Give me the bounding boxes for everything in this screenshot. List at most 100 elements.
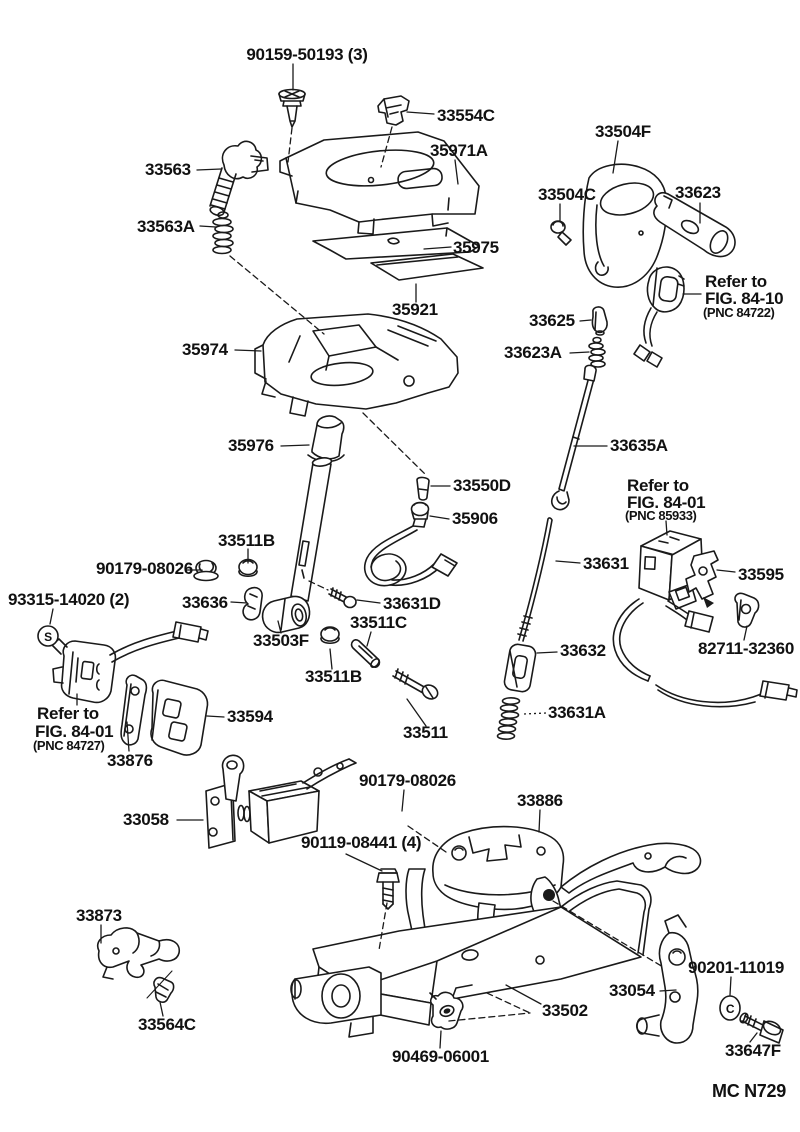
- spring-33563a-part: [212, 211, 234, 255]
- part-label-90179-top: 90179-08026: [96, 559, 193, 578]
- part-label-93315: 93315-14020 (2): [8, 590, 129, 609]
- part-label-35975: 35975: [453, 238, 499, 257]
- part-label-82711: 82711-32360: [698, 639, 794, 658]
- part-label-33594: 33594: [227, 707, 274, 726]
- switch-93315-part: [51, 621, 209, 704]
- part-label-33550d: 33550D: [453, 476, 511, 495]
- bracket-33054-part: [635, 914, 699, 1044]
- shift-knob-33504f-part: [582, 163, 668, 288]
- part-label-35976: 35976: [228, 436, 274, 455]
- grommet-33636-part: [242, 586, 263, 621]
- wire-harness-part: [612, 598, 798, 708]
- plate-33876-part: [120, 674, 148, 746]
- control-rod-33631-part: [517, 517, 553, 642]
- ref-fig8401b-line1: Refer to: [37, 704, 99, 723]
- washer-90201-part: [719, 995, 741, 1021]
- part-label-33636: 33636: [182, 593, 228, 612]
- part-label-35906: 35906: [452, 509, 498, 528]
- shift-lever-33503f-part: [261, 457, 333, 634]
- key-interlock-33563-part: [209, 140, 269, 217]
- assembly-dashed-lines: [229, 126, 664, 1022]
- part-label-35974: 35974: [182, 340, 229, 359]
- ref-fig8401a-line3: (PNC 85933): [625, 508, 697, 523]
- part-label-33631: 33631: [583, 554, 629, 573]
- clip-33873-part: [96, 927, 181, 980]
- part-labels: 90159-50193 (3) 33554C 35971A 33504F 335…: [8, 45, 794, 1101]
- rod-33635a-part: [550, 364, 597, 511]
- part-label-33632: 33632: [560, 641, 606, 660]
- s-marker: S: [44, 630, 52, 644]
- part-label-90469: 90469-06001: [392, 1047, 489, 1066]
- part-label-33504c: 33504C: [538, 185, 596, 204]
- solenoid-connector-fig8410-part: [633, 266, 685, 368]
- part-label-33511c: 33511C: [350, 613, 407, 632]
- part-label-33564c: 33564C: [138, 1015, 196, 1034]
- part-label-33631a: 33631A: [548, 703, 606, 722]
- housing-35974-part: [254, 313, 459, 417]
- part-label-33058: 33058: [123, 810, 169, 829]
- part-label-33503f: 33503F: [253, 631, 309, 650]
- ref-fig8401a-line1: Refer to: [627, 476, 689, 495]
- bracket-33595-part: [685, 550, 719, 600]
- spring-33623a-part: [588, 336, 606, 368]
- part-label-33511: 33511: [403, 723, 448, 742]
- clamp-82711-part: [703, 592, 760, 628]
- part-label-33631d: 33631D: [383, 594, 441, 613]
- bolt-33511-part: [392, 668, 439, 700]
- part-label-90119: 90119-08441 (4): [301, 833, 421, 852]
- part-label-33511b-mid: 33511B: [305, 667, 362, 686]
- shift-lever-bracket-33502-part: [290, 825, 702, 1038]
- nut-33511b-top-part: [238, 558, 258, 578]
- part-label-90201: 90201-11019: [688, 958, 784, 977]
- bush-33550d-part: [416, 476, 430, 501]
- screw-33504c-part: [550, 220, 572, 246]
- diagram-line-art: [37, 88, 798, 1044]
- s-marker-circle: [37, 625, 59, 647]
- clip-33554c-part: [377, 95, 410, 126]
- cap-33625-part: [591, 306, 608, 336]
- clip-33564c-part: [146, 970, 175, 1003]
- part-label-33504f: 33504F: [595, 122, 651, 141]
- part-label-33873: 33873: [76, 906, 122, 925]
- figure-code: MC N729: [712, 1081, 786, 1101]
- part-label-33635a: 33635A: [610, 436, 668, 455]
- bolt-33631d-part: [328, 587, 357, 609]
- part-label-33563a: 33563A: [137, 217, 195, 236]
- bolt-cable-35906-part: [364, 501, 458, 587]
- part-label-90159: 90159-50193 (3): [246, 45, 367, 64]
- part-label-33554c: 33554C: [437, 106, 495, 125]
- adjuster-33632-part: [503, 643, 537, 693]
- ref-fig8401b-line3: (PNC 84727): [33, 738, 105, 753]
- bolt-90119-part: [376, 868, 400, 910]
- ref-fig8410-line1: Refer to: [705, 272, 767, 291]
- part-label-33647f: 33647F: [725, 1041, 781, 1060]
- knob-button-33623-part: [653, 191, 736, 258]
- part-label-33502: 33502: [542, 1001, 588, 1020]
- part-label-33623a: 33623A: [504, 343, 562, 362]
- plate-33594-part: [150, 679, 209, 756]
- part-label-33625: 33625: [529, 311, 575, 330]
- part-label-33876: 33876: [107, 751, 153, 770]
- leader-lines: [49, 63, 758, 1049]
- part-label-33563: 33563: [145, 160, 191, 179]
- part-label-33054: 33054: [609, 981, 656, 1000]
- spring-33631a-part: [496, 696, 521, 740]
- ref-fig8401b-line2: FIG. 84-01: [35, 722, 113, 741]
- ref-fig8410-line2: FIG. 84-10: [705, 289, 783, 308]
- part-label-35921: 35921: [392, 300, 438, 319]
- plate-35975-part: [312, 227, 480, 260]
- part-label-33886: 33886: [517, 791, 563, 810]
- ref-fig8410-line3: (PNC 84722): [703, 305, 775, 320]
- plate-35921-part: [370, 253, 484, 281]
- upper-cover-35971a-part: [279, 131, 480, 235]
- part-label-90179-low: 90179-08026: [359, 771, 456, 790]
- bolt-33647f-part: [739, 1012, 784, 1044]
- ref-fig8401a-line2: FIG. 84-01: [627, 493, 705, 512]
- part-label-33595: 33595: [738, 565, 784, 584]
- solenoid-33058-part: [205, 754, 357, 849]
- boot-35976-part: [307, 415, 345, 463]
- pin-33511c-part: [350, 639, 381, 668]
- clamp-90469-part: [429, 991, 464, 1030]
